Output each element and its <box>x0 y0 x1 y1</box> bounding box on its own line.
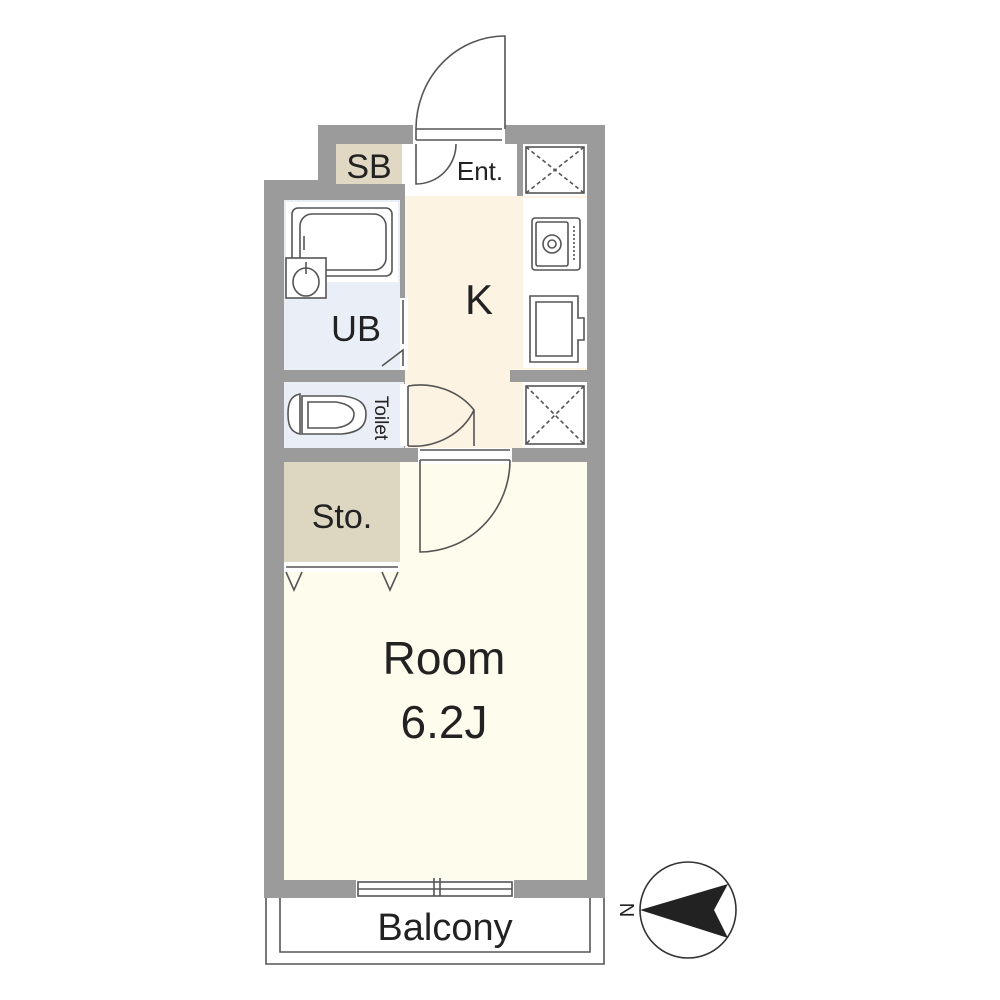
label-toilet: Toilet <box>370 396 391 441</box>
shoe-box-door <box>402 143 457 185</box>
storage-floor-cover <box>284 462 400 562</box>
compass-north-label: N <box>615 903 637 917</box>
balcony-window <box>356 878 514 898</box>
label-room-size: 6.2J <box>401 696 488 748</box>
stove-icon <box>531 217 581 271</box>
compass-arrow-icon <box>640 884 728 938</box>
toilet-door <box>407 384 475 447</box>
label-entrance: Ent. <box>457 156 503 186</box>
kitchen-toilet-door-gap <box>400 384 408 446</box>
kitchen-wall-stub <box>510 370 587 382</box>
label-room-name: Room <box>383 632 506 684</box>
entrance-door <box>413 35 506 144</box>
kitchen-sink-icon <box>529 295 585 363</box>
shoe-box-floor <box>336 144 402 184</box>
closet-middle-icon <box>525 385 585 445</box>
entrance-floor <box>405 144 517 196</box>
balcony-outline <box>265 898 605 965</box>
compass: N <box>615 861 737 959</box>
closet-top-icon <box>525 146 585 194</box>
label-balcony: Balcony <box>377 907 512 949</box>
label-kitchen: K <box>465 276 493 323</box>
wash-basin-icon <box>285 257 327 299</box>
label-storage: Sto. <box>312 498 372 536</box>
room-door <box>418 448 512 553</box>
unit-bath-door <box>381 298 408 370</box>
storage-doors <box>285 566 399 592</box>
label-shoe-box: SB <box>346 148 391 186</box>
toilet-bowl-icon <box>287 393 367 435</box>
room-floor-left-strip <box>284 572 400 880</box>
label-unit-bath: UB <box>331 308 381 349</box>
